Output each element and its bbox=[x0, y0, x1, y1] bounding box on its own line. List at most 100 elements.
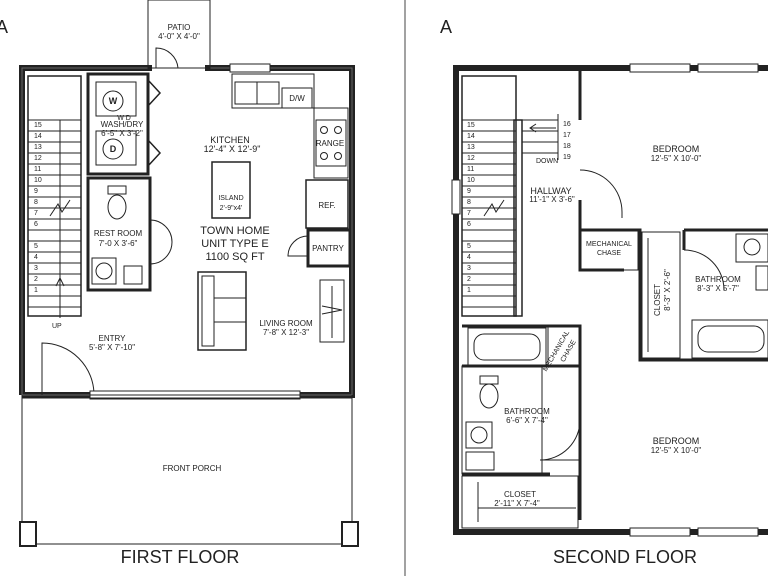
patio-door-swing bbox=[155, 47, 179, 69]
second-floor-title: SECOND FLOOR bbox=[553, 547, 697, 567]
svg-text:13: 13 bbox=[467, 144, 475, 151]
closet-1-dims: 8'-3" X 2'-6" bbox=[663, 269, 672, 311]
svg-text:3: 3 bbox=[34, 265, 38, 272]
closet-1 bbox=[641, 231, 681, 359]
svg-text:12: 12 bbox=[34, 155, 42, 162]
svg-text:3: 3 bbox=[467, 265, 471, 272]
stair-up-label: UP bbox=[52, 323, 62, 330]
toilet-2-icon bbox=[479, 375, 499, 385]
wash-dry-label: WASH/DRY bbox=[101, 120, 144, 129]
svg-text:19: 19 bbox=[563, 154, 571, 161]
unit-info-line3: 1100 SQ FT bbox=[205, 251, 264, 263]
refrigerator-label: REF. bbox=[318, 201, 335, 210]
second-floor-stair bbox=[461, 75, 559, 317]
bathroom-1-dims: 8'-3" X 5'-7" bbox=[697, 284, 739, 293]
svg-text:12: 12 bbox=[467, 155, 475, 162]
dishwasher-label: D/W bbox=[289, 94, 305, 103]
second-floor-windows bbox=[451, 63, 759, 537]
svg-text:15: 15 bbox=[467, 122, 475, 129]
second-floor-interior-walls bbox=[462, 68, 768, 520]
front-porch-label: FRONT PORCH bbox=[163, 464, 222, 473]
wash-dry-dims: 6'-5" X 3'-2" bbox=[101, 129, 143, 138]
svg-text:2: 2 bbox=[34, 276, 38, 283]
svg-text:7: 7 bbox=[467, 210, 471, 217]
patio-area bbox=[147, 0, 211, 69]
svg-text:6: 6 bbox=[34, 221, 38, 228]
svg-text:5: 5 bbox=[34, 243, 38, 250]
pantry-door-swing bbox=[287, 235, 309, 257]
bedroom-top-dims: 12'-5" X 10'-0" bbox=[651, 154, 702, 163]
second-floor-plan: 15 14 13 12 11 10 9 8 7 6 5 4 3 2 1 16 1… bbox=[451, 63, 768, 567]
unit-info-line2: UNIT TYPE E bbox=[201, 238, 268, 250]
svg-text:10: 10 bbox=[34, 177, 42, 184]
svg-text:6: 6 bbox=[467, 221, 471, 228]
svg-text:1: 1 bbox=[34, 287, 38, 294]
closet-2-dims: 2'-11" X 7'-4" bbox=[494, 499, 540, 508]
exterior-walls bbox=[19, 65, 355, 398]
rest-room-label: REST ROOM bbox=[94, 229, 143, 238]
svg-text:11: 11 bbox=[34, 166, 41, 173]
svg-text:D: D bbox=[110, 144, 117, 154]
porch-column-left bbox=[19, 521, 37, 547]
first-floor-windows bbox=[89, 63, 301, 400]
sink-2-icon bbox=[465, 421, 493, 449]
patio-dims: 4'-0" X 4'-0" bbox=[158, 32, 200, 41]
wash-dry-room bbox=[86, 72, 150, 176]
mechanical-chase-1-line2: CHASE bbox=[597, 250, 621, 257]
kitchen-island bbox=[211, 161, 251, 219]
svg-text:2: 2 bbox=[467, 276, 471, 283]
bedroom-top-door-swing bbox=[579, 169, 623, 218]
svg-text:15: 15 bbox=[34, 122, 42, 129]
toilet-icon bbox=[107, 194, 127, 220]
first-floor-plan: PATIO 4'-0" X 4'-0" bbox=[19, 0, 359, 567]
bathroom-2-dims: 6'-6" X 7'-4" bbox=[506, 416, 548, 425]
stair-down-label: DOWN bbox=[536, 158, 558, 165]
washer-icon bbox=[102, 90, 124, 112]
bathtub-1-icon bbox=[691, 319, 768, 359]
island-label: ISLAND bbox=[218, 195, 243, 202]
svg-text:5: 5 bbox=[467, 243, 471, 250]
rest-room-door-swing bbox=[149, 219, 173, 265]
svg-text:16: 16 bbox=[563, 121, 571, 128]
closet-2-label: CLOSET bbox=[504, 490, 536, 499]
bedroom-top-label: BEDROOM bbox=[653, 144, 700, 154]
entry-door-swing bbox=[41, 342, 95, 396]
closet-1-label: CLOSET bbox=[653, 284, 662, 316]
wash-dry-bifold-doors bbox=[147, 79, 162, 167]
living-room-label: LIVING ROOM bbox=[259, 319, 313, 328]
bathroom-1-door-swing bbox=[683, 249, 725, 291]
svg-text:18: 18 bbox=[563, 143, 571, 150]
mechanical-chase-1 bbox=[579, 229, 639, 271]
washer-dryer-tag: W D bbox=[117, 115, 131, 122]
svg-text:8: 8 bbox=[467, 199, 471, 206]
svg-text:14: 14 bbox=[467, 133, 475, 140]
living-room-dims: 7'-8" X 12'-3" bbox=[263, 328, 309, 337]
pantry-label: PANTRY bbox=[312, 244, 344, 253]
dryer-icon bbox=[102, 138, 124, 160]
svg-text:13: 13 bbox=[34, 144, 42, 151]
sheet-mark-right: A bbox=[440, 17, 452, 37]
svg-text:10: 10 bbox=[467, 177, 475, 184]
bedroom-bottom-dims: 12'-5" X 10'-0" bbox=[651, 446, 702, 455]
island-dims: 2'-9"x4' bbox=[220, 205, 243, 212]
svg-text:14: 14 bbox=[34, 133, 42, 140]
rest-room-dims: 7'-0 X 3'-6" bbox=[99, 239, 138, 248]
bathroom-2-label: BATHROOM bbox=[504, 407, 550, 416]
range-label: RANGE bbox=[316, 139, 344, 148]
sheet-mark-left: A bbox=[0, 17, 8, 37]
hallway-dims: 11'-1" X 3'-6" bbox=[529, 195, 575, 204]
svg-text:4: 4 bbox=[467, 254, 471, 261]
svg-text:17: 17 bbox=[563, 132, 571, 139]
kitchen-dims: 12'-4" X 12'-9" bbox=[204, 144, 261, 154]
bathroom-2-door-swing bbox=[539, 419, 581, 461]
entry-label: ENTRY bbox=[99, 334, 127, 343]
sink-icon bbox=[91, 257, 117, 285]
bathroom-1-label: BATHROOM bbox=[695, 275, 741, 284]
second-floor-exterior-walls bbox=[453, 65, 768, 535]
rest-room bbox=[86, 176, 152, 292]
first-floor-stair bbox=[27, 75, 82, 318]
svg-text:4: 4 bbox=[34, 254, 38, 261]
mechanical-chase-2 bbox=[547, 325, 581, 367]
tv-console-icon bbox=[319, 279, 345, 343]
